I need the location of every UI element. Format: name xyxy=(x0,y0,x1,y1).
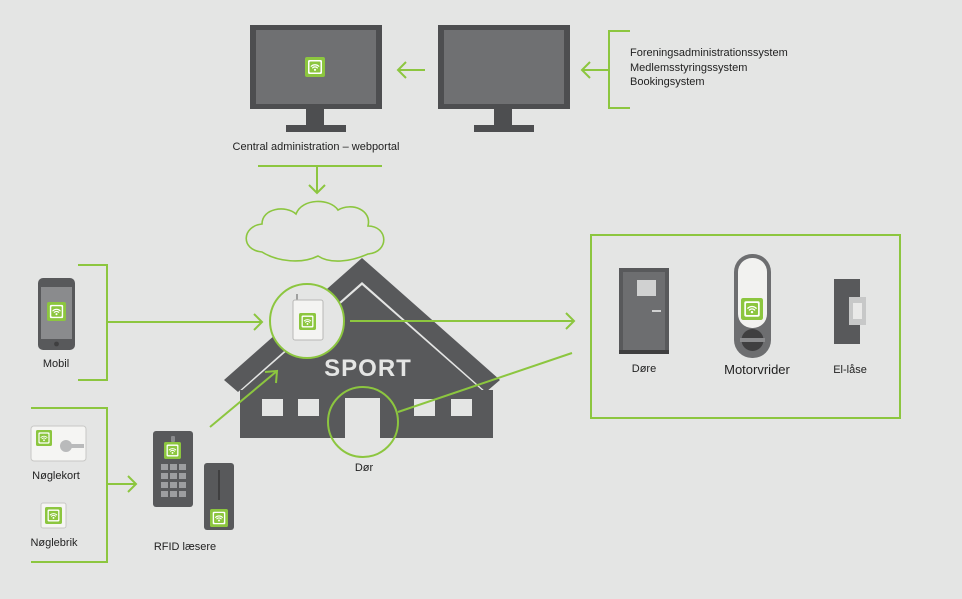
wifi-badge-icon xyxy=(36,430,52,446)
rfid-label: RFID læsere xyxy=(153,541,217,553)
noglekort-label: Nøglekort xyxy=(32,470,80,482)
sport-sign: SPORT xyxy=(324,355,412,382)
system-booking: Bookingsystem xyxy=(630,76,705,88)
slim-reader-icon xyxy=(204,463,234,530)
systems-connector xyxy=(258,30,630,195)
monitor-icon-external xyxy=(438,25,570,132)
ellase-label: El-låse xyxy=(833,364,867,376)
cloud-icon xyxy=(245,200,385,262)
noglebrik-label: Nøglebrik xyxy=(30,537,78,549)
wifi-badge-icon xyxy=(741,298,763,320)
dore-label: Døre xyxy=(631,363,657,375)
system-foreningsadministration: Foreningsadministrationssystem xyxy=(630,47,788,59)
keyfob-icon xyxy=(40,502,67,529)
external-systems-list: Foreningsadministrationssystem Medlemsst… xyxy=(630,46,788,90)
controller-icon xyxy=(292,294,324,341)
wifi-badge-icon xyxy=(210,509,228,527)
sport-building: SPORT xyxy=(224,258,500,438)
wifi-badge-icon xyxy=(47,302,66,321)
phone-icon xyxy=(38,278,75,350)
wifi-badge-icon xyxy=(299,313,316,330)
keys-connector xyxy=(31,312,576,563)
door-circle xyxy=(327,386,399,458)
devices-frame xyxy=(590,234,901,419)
door-icon xyxy=(619,268,669,354)
mobile-connector xyxy=(78,264,264,381)
keypad-reader-icon xyxy=(153,431,193,507)
motor-lock-icon xyxy=(734,254,771,358)
motorvrider-label: Motorvrider xyxy=(724,362,790,377)
monitor-icon-central xyxy=(250,25,382,132)
keycard-icon xyxy=(30,425,87,462)
wifi-badge-icon xyxy=(305,57,325,77)
central-admin-label: Central administration – webportal xyxy=(232,141,400,153)
mobil-label: Mobil xyxy=(42,358,70,370)
electric-lock-icon xyxy=(834,279,866,344)
system-medlemsstyring: Medlemsstyringssystem xyxy=(630,61,748,74)
dor-label: Dør xyxy=(354,462,374,474)
wifi-badge-icon xyxy=(164,442,181,459)
wifi-badge-icon xyxy=(45,507,62,524)
